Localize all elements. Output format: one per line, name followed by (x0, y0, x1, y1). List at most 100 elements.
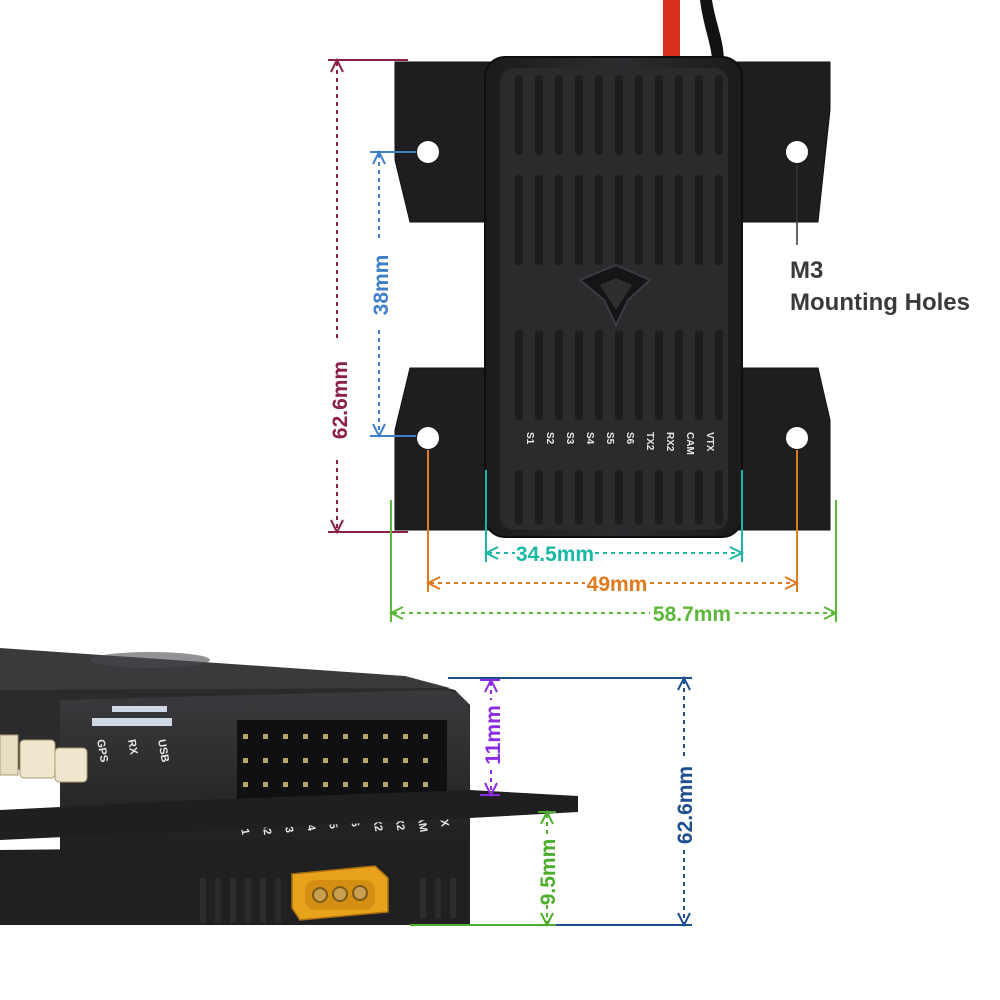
cooling-rib (655, 175, 663, 265)
dimension-hole-spacing-vertical (370, 149, 416, 439)
cooling-rib (615, 175, 623, 265)
black-power-wire (700, 0, 724, 62)
mount-hole-top-right (786, 141, 808, 163)
pin-label-rx2: RX2 (664, 432, 675, 452)
header-pin (383, 758, 388, 763)
header-pin (303, 758, 308, 763)
port-label-rx: RX (125, 738, 140, 756)
pin-label-s4: S4 (584, 432, 595, 445)
cooling-rib (555, 75, 563, 155)
pin-label-s2: S2 (544, 432, 555, 445)
dimension-total-width (388, 500, 839, 622)
dimension-pin-header-height (480, 677, 500, 798)
pin-header-pins (243, 734, 428, 787)
cooling-ribs (515, 75, 723, 525)
header-pin (323, 734, 328, 739)
port-label-usb: USB (155, 738, 171, 763)
dimension-total-height (448, 675, 692, 928)
cooling-rib (715, 75, 723, 155)
cooling-rib (635, 470, 643, 525)
cooling-rib (575, 175, 583, 265)
port-label-gps: GPS (94, 738, 110, 763)
side-left-connector-2 (19, 739, 56, 779)
header-pin (423, 758, 428, 763)
cooling-rib (715, 175, 723, 265)
dimension-label-bracket-offset: 9.5mm (537, 839, 560, 906)
cooling-rib (635, 330, 643, 420)
cooling-rib (555, 175, 563, 265)
cooling-rib (635, 175, 643, 265)
header-pin (243, 734, 248, 739)
cooling-rib (715, 330, 723, 420)
pin-label-s3: S3 (564, 432, 575, 445)
dimension-hole-spacing-horizontal (425, 450, 800, 592)
header-pin (343, 782, 348, 787)
cooling-rib (695, 75, 703, 155)
cooling-rib (595, 330, 603, 420)
dimension-label-hole-spacing-horizontal: 49mm (587, 573, 648, 596)
cooling-rib (675, 75, 683, 155)
header-pin (243, 758, 248, 763)
header-pin (243, 782, 248, 787)
cooling-rib (615, 470, 623, 525)
pin-label-vtx: VTX (704, 432, 715, 452)
cooling-rib (615, 75, 623, 155)
red-power-wire (663, 0, 680, 60)
header-pin (403, 782, 408, 787)
cooling-rib (695, 470, 703, 525)
header-pin (303, 734, 308, 739)
cooling-rib (515, 175, 523, 265)
cooling-rib (675, 330, 683, 420)
header-pin (323, 758, 328, 763)
side-heat-fins (200, 878, 456, 923)
cooling-rib (635, 75, 643, 155)
dimension-label-total-width: 58.7mm (653, 603, 731, 626)
header-pin (283, 734, 288, 739)
dimension-label-height-total: 62.6mm (329, 361, 352, 439)
side-mount-bracket (0, 790, 578, 840)
mount-hole-top-left (417, 141, 439, 163)
header-pin (423, 782, 428, 787)
cooling-rib (595, 175, 603, 265)
cooling-rib (575, 470, 583, 525)
cooling-rib (715, 470, 723, 525)
dimension-label-pin-header-height: 11mm (482, 705, 505, 765)
cooling-rib (655, 330, 663, 420)
header-pin (283, 782, 288, 787)
header-pin (383, 734, 388, 739)
cooling-rib (535, 470, 543, 525)
header-pin (363, 758, 368, 763)
header-pin (423, 734, 428, 739)
cooling-rib (575, 75, 583, 155)
brand-logo (578, 263, 652, 328)
annotation-mounting-holes: Mounting Holes (790, 289, 970, 316)
header-pin (263, 758, 268, 763)
cooling-rib (695, 330, 703, 420)
annotation-m3: M3 (790, 257, 823, 284)
cooling-rib (655, 75, 663, 155)
dimension-label-total-height: 62.6mm (674, 766, 697, 844)
header-pin (343, 734, 348, 739)
side-left-connector-1 (0, 734, 19, 776)
pin-label-cam: CAM (684, 432, 695, 455)
header-pin (263, 734, 268, 739)
cooling-rib (595, 470, 603, 525)
pin-label-s1: S1 (524, 432, 535, 445)
mount-hole-bottom-left (417, 427, 439, 449)
cooling-rib (555, 470, 563, 525)
header-pin (363, 734, 368, 739)
xt-power-connector (291, 865, 389, 921)
cooling-rib (515, 330, 523, 420)
dimension-label-hole-spacing-vertical: 38mm (370, 255, 393, 316)
cooling-rib (675, 175, 683, 265)
dimension-height-total (328, 57, 408, 535)
top-view: S1 S2 S3 S4 S5 S6 TX2 RX2 CAM VTX 62.6mm (328, 0, 970, 626)
cooling-rib (535, 75, 543, 155)
dimension-body-width (483, 470, 745, 562)
header-pin (323, 782, 328, 787)
side-left-connector-3 (54, 747, 88, 783)
header-pin (383, 782, 388, 787)
header-pin (303, 782, 308, 787)
cooling-rib (675, 470, 683, 525)
mount-hole-bottom-right (786, 427, 808, 449)
